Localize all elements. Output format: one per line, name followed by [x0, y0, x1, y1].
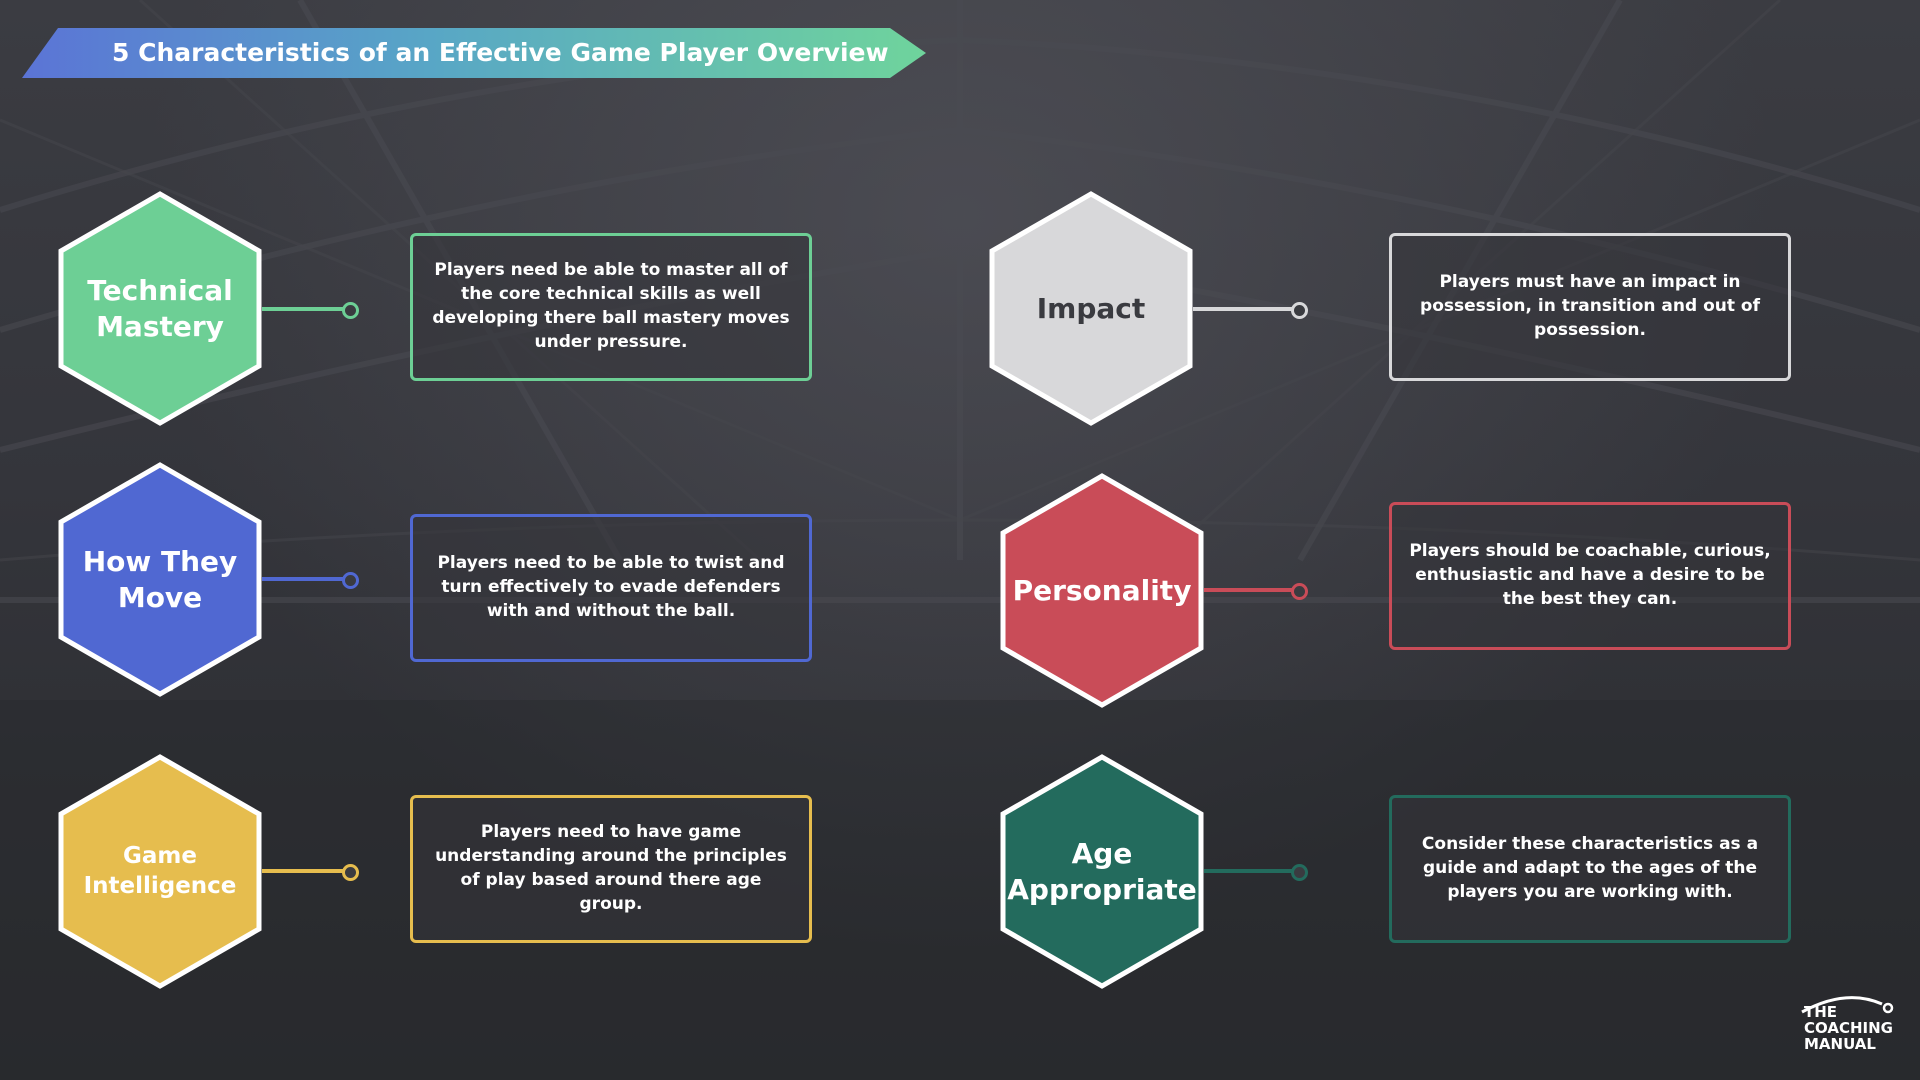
hexagon-age-appropriate: Age Appropriate — [1000, 754, 1204, 989]
hexagon-label: Game Intelligence — [83, 843, 237, 899]
hexagon-personality: Personality — [1000, 473, 1204, 708]
connector-dot — [1291, 864, 1308, 881]
logo-line-2: COACHING — [1804, 1019, 1893, 1037]
description-box-impact: Players must have an impact in possessio… — [1389, 233, 1791, 381]
hexagon-label: How They Move — [82, 544, 238, 614]
hexagon-impact: Impact — [989, 191, 1193, 426]
description-text: Players need be able to master all of th… — [432, 260, 790, 352]
connector-line — [262, 307, 344, 311]
logo-line-1: THE — [1804, 1003, 1838, 1021]
logo-line-3: MANUAL — [1804, 1035, 1876, 1053]
connector-line — [262, 577, 344, 581]
connector-dot — [1291, 302, 1308, 319]
description-text: Players need to be able to twist and tur… — [437, 553, 785, 621]
description-text: Players should be coachable, curious, en… — [1409, 541, 1771, 609]
title-banner — [22, 28, 926, 78]
hexagon-label: Impact — [1036, 291, 1146, 325]
hexagon-game-intelligence: Game Intelligence — [58, 754, 262, 989]
description-text: Players must have an impact in possessio… — [1420, 272, 1760, 340]
hexagon-shape — [58, 462, 262, 697]
description-text: Consider these characteristics as a guid… — [1421, 834, 1759, 902]
description-text: Players need to have game understanding … — [435, 822, 787, 914]
hexagon-label: Technical Mastery — [87, 273, 233, 343]
hexagon-shape — [58, 754, 262, 989]
connector-dot — [342, 572, 359, 589]
page-title: 5 Characteristics of an Effective Game P… — [112, 38, 889, 67]
hexagon-label: Age Appropriate — [1007, 836, 1197, 906]
hexagon-shape — [1000, 754, 1204, 989]
connector-line — [1204, 869, 1295, 873]
coaching-manual-logo: THE COACHING MANUAL — [1796, 996, 1906, 1056]
hexagon-shape — [58, 191, 262, 426]
logo-arc-icon — [1801, 996, 1894, 1014]
hexagon-shape — [1000, 473, 1204, 708]
connector-line — [1193, 307, 1295, 311]
connector-line — [262, 869, 344, 873]
description-box-game-intelligence: Players need to have game understanding … — [410, 795, 812, 943]
hexagon-shape — [989, 191, 1193, 426]
hexagon-technical-mastery: Technical Mastery — [58, 191, 262, 426]
description-box-personality: Players should be coachable, curious, en… — [1389, 502, 1791, 650]
connector-line — [1204, 588, 1295, 592]
description-box-age-appropriate: Consider these characteristics as a guid… — [1389, 795, 1791, 943]
description-box-technical-mastery: Players need be able to master all of th… — [410, 233, 812, 381]
hexagon-label: Personality — [1012, 573, 1192, 607]
connector-dot — [342, 864, 359, 881]
connector-dot — [342, 302, 359, 319]
description-box-how-they-move: Players need to be able to twist and tur… — [410, 514, 812, 662]
connector-dot — [1291, 583, 1308, 600]
hexagon-how-they-move: How They Move — [58, 462, 262, 697]
